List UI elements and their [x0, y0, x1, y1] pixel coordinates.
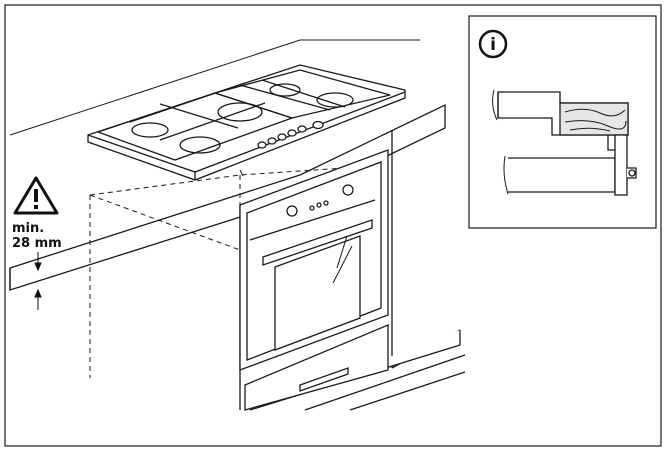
hob-knob-6: [312, 120, 324, 130]
gas-hob: [87, 64, 406, 181]
hob-knob-4: [287, 129, 297, 137]
burner-1: [131, 122, 169, 138]
oven-knob-right: [342, 184, 354, 196]
info-icon: [478, 29, 508, 59]
min-label: min.: [12, 221, 44, 236]
burner-5: [269, 83, 301, 97]
hob-knob-5: [297, 125, 307, 133]
oven-knob-left: [286, 205, 298, 217]
hob-clamp-section: [503, 134, 637, 196]
outer-border: [4, 4, 662, 447]
hob-knob-1: [257, 141, 267, 149]
wall-line: [9, 39, 420, 136]
burner-3: [217, 102, 263, 122]
burner-2: [179, 136, 221, 154]
dimension-arrows: [34, 252, 42, 310]
worktop-section: [492, 89, 629, 136]
oven: [239, 77, 389, 371]
hob-knob-3: [277, 133, 287, 141]
drawer: [244, 324, 389, 411]
info-icon-glyph: i: [490, 35, 496, 55]
worktop: [9, 103, 446, 291]
thickness-label: 28 mm: [12, 236, 62, 251]
hob-knob-2: [267, 137, 277, 145]
warning-triangle-icon: [13, 176, 59, 215]
info-detail-panel: i: [468, 15, 657, 229]
burner-4: [316, 92, 354, 108]
